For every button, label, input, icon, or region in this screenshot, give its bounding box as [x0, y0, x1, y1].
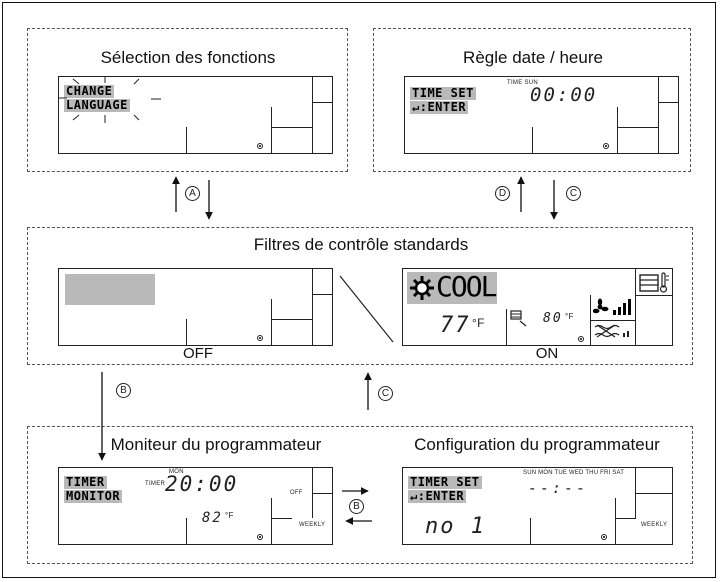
lcd-text-line1: TIMER	[64, 475, 107, 489]
arrow-label-c-top: C	[566, 186, 581, 201]
day-small-label: MON	[169, 469, 184, 475]
clock-display: --:--	[528, 479, 589, 497]
state-label-off: OFF	[183, 345, 213, 362]
lcd-text-line2: LANGUAGE	[64, 98, 130, 112]
lcd-text-line1: TIME SET	[410, 86, 476, 100]
time-day-label: TIME SUN	[507, 80, 539, 86]
state-label-on: ON	[535, 345, 559, 362]
room-temp: 77	[440, 313, 471, 338]
panel-function-selection: Sélection des fonctions CHANGE LANGUAGE	[27, 28, 348, 172]
set-temp-unit: °F	[565, 312, 574, 321]
sun-icon	[410, 276, 434, 300]
louver-icon	[594, 324, 629, 338]
weekday-labels: SUN MON TUE WED THU FRI SAT	[523, 470, 625, 476]
temp-unit: °F	[225, 511, 234, 520]
lcd-dot-icon	[603, 143, 609, 149]
timer-small-label: TIMER	[145, 481, 166, 487]
arrow-label-b-left: B	[116, 383, 131, 398]
diagonal-separator	[339, 275, 394, 343]
lcd-text-line2: ↵:ENTER	[410, 100, 469, 114]
lcd-screen: CHANGE LANGUAGE	[58, 76, 333, 154]
vane-icon	[510, 310, 527, 327]
panel-title: Règle date / heure	[463, 48, 603, 67]
fan-speed-icon	[593, 298, 631, 315]
panel-standard-controls: Filtres de contrôle standards COOL 77 °F	[27, 227, 693, 365]
arrow-label-d: D	[495, 186, 510, 201]
weekly-label: WEEKLY	[641, 522, 668, 528]
lcd-text-line1: TIMER SET	[408, 475, 482, 489]
lcd-screen-timer-setup: TIMER SET ↵:ENTER SUN MON TUE WED THU FR…	[402, 467, 673, 545]
lcd-dot-icon	[257, 143, 263, 149]
weekly-label: WEEKLY	[299, 522, 326, 528]
lcd-text-line2: MONITOR	[64, 489, 123, 503]
arrow-label-b-bottom: B	[349, 499, 364, 514]
mode-text: COOL	[436, 270, 497, 303]
panel-title: Filtres de contrôle standards	[253, 235, 469, 254]
lcd-text-line2: ↵:ENTER	[408, 489, 467, 503]
panel-title: Sélection des fonctions	[100, 48, 276, 67]
panel-title-monitor: Moniteur du programmateur	[110, 435, 322, 454]
lcd-dot-icon	[257, 534, 263, 540]
arrow-label-c-mid: C	[378, 386, 393, 401]
lcd-screen: TIME SET ↵:ENTER TIME SUN 00:00	[404, 76, 679, 154]
lcd-dot-icon	[601, 534, 607, 540]
lcd-screen-timer-monitor: TIMER MONITOR TIMER MON 20:00 OFF 82 °F …	[58, 467, 333, 545]
lcd-screen-off	[58, 268, 333, 346]
lcd-blank-block	[65, 274, 155, 305]
lcd-dot-icon	[578, 336, 584, 342]
lcd-screen-on: COOL 77 °F 80 °F	[402, 268, 673, 346]
clock-display: 00:00	[530, 84, 598, 106]
program-number: no 1	[425, 514, 486, 539]
lcd-text-line1: CHANGE	[64, 84, 115, 98]
temp-display: 82	[202, 510, 223, 526]
panel-date-time: Règle date / heure TIME SET ↵:ENTER TIME…	[373, 28, 691, 172]
filter-thermometer-icon	[639, 272, 669, 293]
panel-timer: Moniteur du programmateur Configuration …	[27, 426, 693, 564]
set-temp: 80	[543, 311, 563, 326]
room-temp-unit: °F	[472, 316, 485, 330]
arrow-label-a: A	[185, 186, 200, 201]
clock-display: 20:00	[165, 472, 239, 496]
lcd-dot-icon	[257, 335, 263, 341]
panel-title-setup: Configuration du programmateur	[414, 435, 660, 454]
off-small-label: OFF	[290, 490, 303, 496]
blink-rays	[59, 77, 161, 123]
